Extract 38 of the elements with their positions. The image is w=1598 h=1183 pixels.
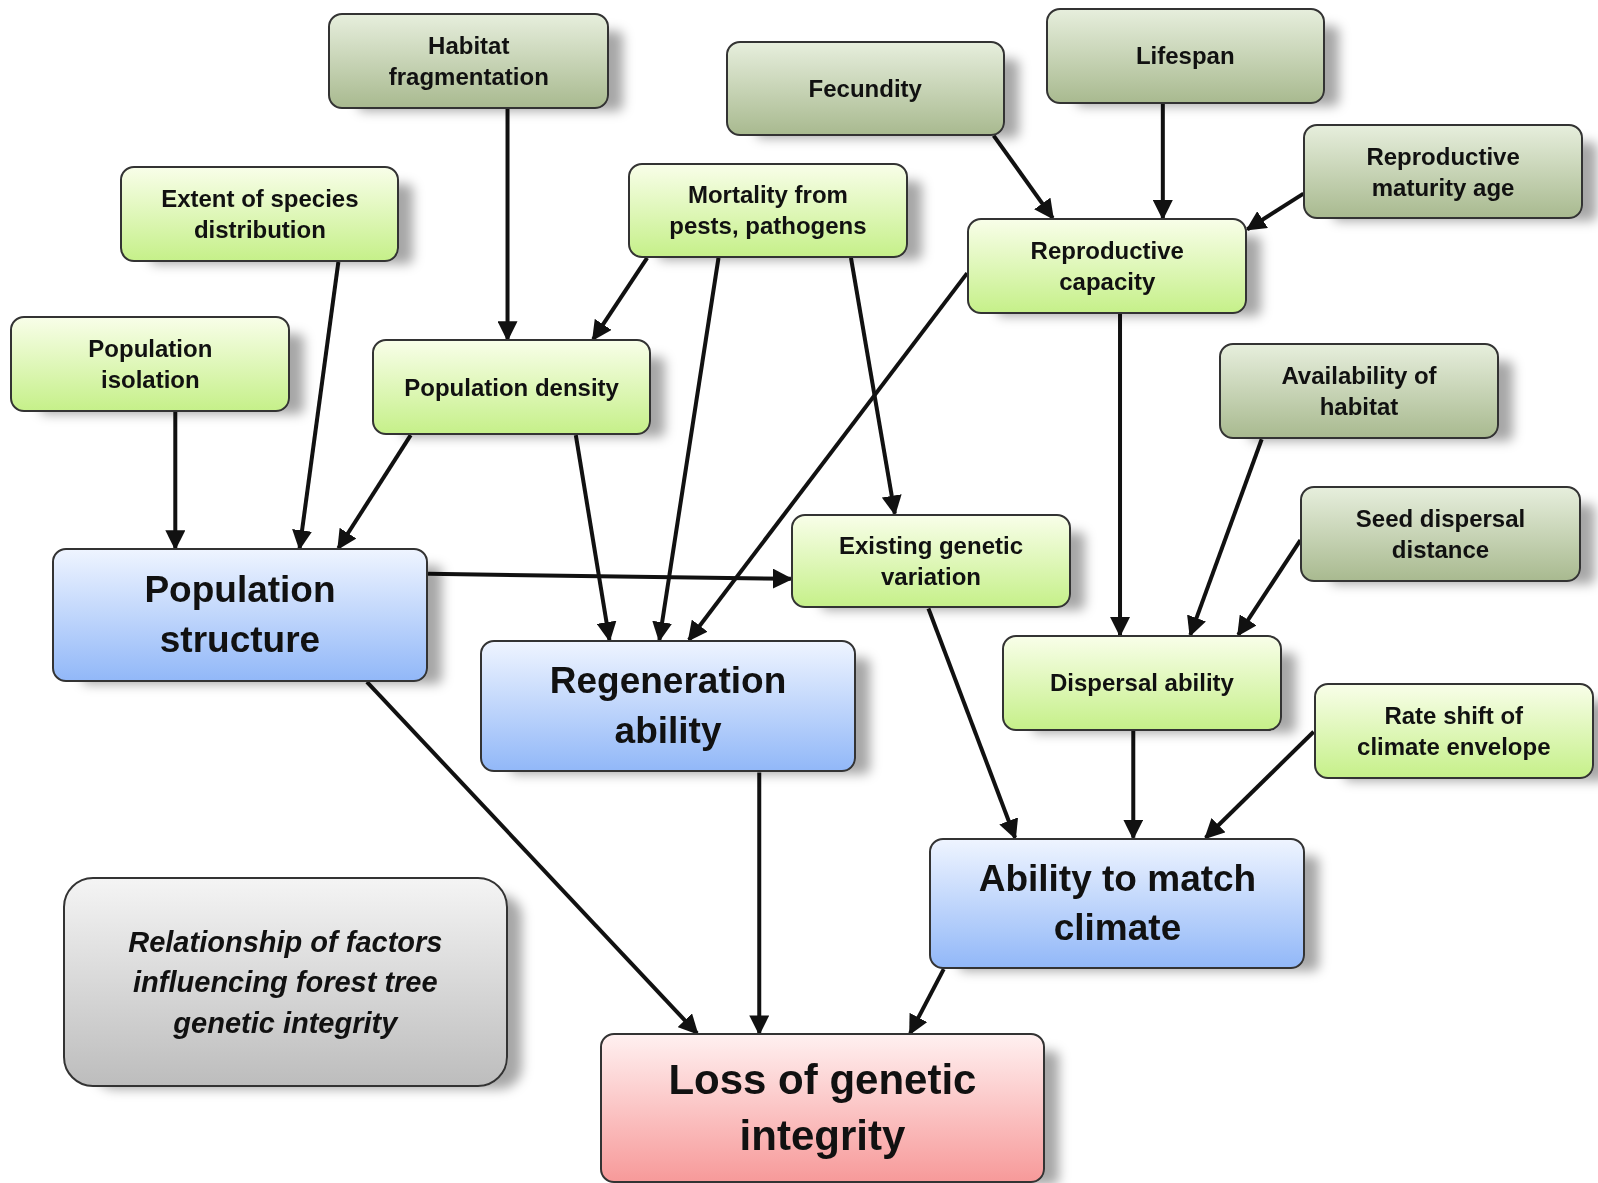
arrow (687, 271, 969, 642)
factor-box: Reproductive capacity (967, 218, 1248, 314)
arrow (497, 109, 518, 342)
factor-box: Population isolation (10, 315, 291, 412)
outcome-box: Ability to match climate (929, 837, 1306, 970)
outcome-box: Regeneration ability (480, 640, 857, 773)
factor-box: Extent of species distribution (120, 166, 400, 262)
factor-box: Availability of habitat (1218, 343, 1500, 440)
factor-box: Existing genetic variation (790, 513, 1072, 609)
arrow (652, 257, 721, 642)
outcome-box: Population structure (51, 548, 428, 682)
arrow (1110, 313, 1131, 637)
caption-box: Relationship of factors influencing forest tree genetic integrity (63, 877, 508, 1088)
factor-box: Seed dispersal distance (1300, 486, 1581, 582)
arrow (1245, 191, 1305, 231)
arrow (1123, 730, 1144, 840)
factor-box: Lifespan (1045, 8, 1325, 104)
arrow (292, 261, 341, 551)
factor-box: Reproductive maturity age (1303, 124, 1583, 220)
arrow (749, 772, 770, 1036)
arrow (591, 256, 649, 342)
arrow (573, 434, 617, 642)
factor-box: Mortality from pests, pathogens (627, 163, 909, 258)
arrow (165, 411, 186, 551)
factor-box: Dispersal ability (1001, 634, 1283, 731)
arrow (908, 968, 946, 1036)
arrow (992, 134, 1055, 220)
result-box: Loss of genetic integrity (600, 1033, 1045, 1183)
factor-box: Habitat fragmentation (328, 13, 610, 110)
arrow (336, 434, 413, 550)
arrow (1152, 103, 1173, 221)
arrow (365, 680, 699, 1035)
factor-box: Fecundity (725, 40, 1005, 136)
arrow (926, 607, 1019, 840)
arrow (1187, 438, 1264, 637)
arrow (849, 257, 902, 516)
factor-box: Rate shift of climate envelope (1313, 682, 1594, 779)
factor-box: Population density (371, 339, 652, 436)
